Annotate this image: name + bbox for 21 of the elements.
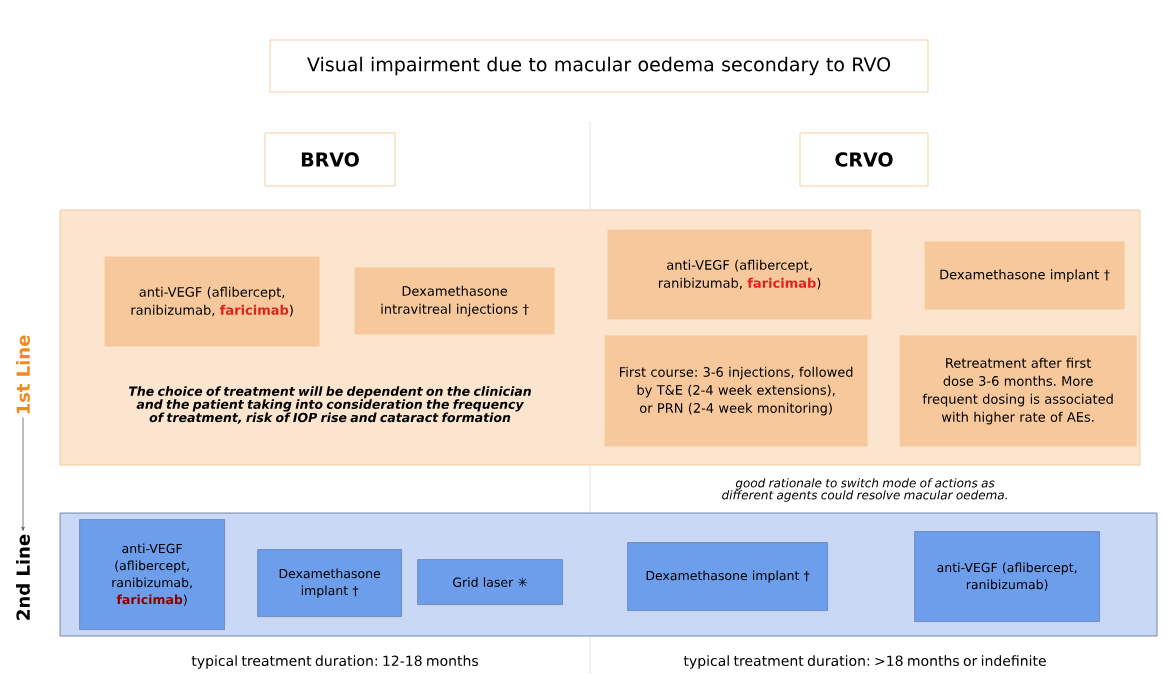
line-label: 1st Line [16, 335, 30, 414]
arrow [21, 417, 25, 531]
note: The choice of treatment will be dependent on the clinician and the patient taking into consideration the frequency of treatment, risk of IOP rise and cataract formation [128, 386, 531, 424]
note: good rationale to switch mode of actions as different agents could resolve macular oedema. [722, 478, 1007, 502]
treatment-box: First course: 3-6 injections, followed by T&E (2-4 week extensions), or PRN (2-4 week monitoring) [604, 335, 868, 447]
treatment-box: Grid laser ✳ [417, 559, 563, 605]
treatment-box: Dexamethasone implant † [257, 549, 402, 617]
treatment-box: Dexamethasone intravitreal injections † [354, 267, 555, 335]
category-box: CRVO [799, 132, 929, 187]
treatment-box: anti-VEGF (aflibercept, ranibizumab, faricimab) [607, 229, 872, 320]
treatment-box: Dexamethasone implant † [924, 241, 1125, 310]
treatment-box: anti-VEGF (aflibercept, ranibizumab) [914, 531, 1100, 622]
treatment-box: Dexamethasone implant † [627, 542, 828, 611]
duration-text: typical treatment duration: >18 months or indefinite [683, 655, 1046, 669]
duration-text: typical treatment duration: 12-18 months [191, 655, 478, 669]
treatment-box: anti-VEGF (aflibercept, ranibizumab, faricimab) [104, 256, 320, 347]
line-label: 2nd Line [16, 534, 30, 620]
category-box: BRVO [264, 132, 396, 187]
treatment-box: Retreatment after first dose 3-6 months. More frequent dosing is associated with higher rate of AEs. [899, 335, 1137, 447]
title-box: Visual impairment due to macular oedema secondary to RVO [269, 39, 929, 93]
treatment-box: anti-VEGF (aflibercept, ranibizumab, faricimab) [79, 519, 225, 630]
